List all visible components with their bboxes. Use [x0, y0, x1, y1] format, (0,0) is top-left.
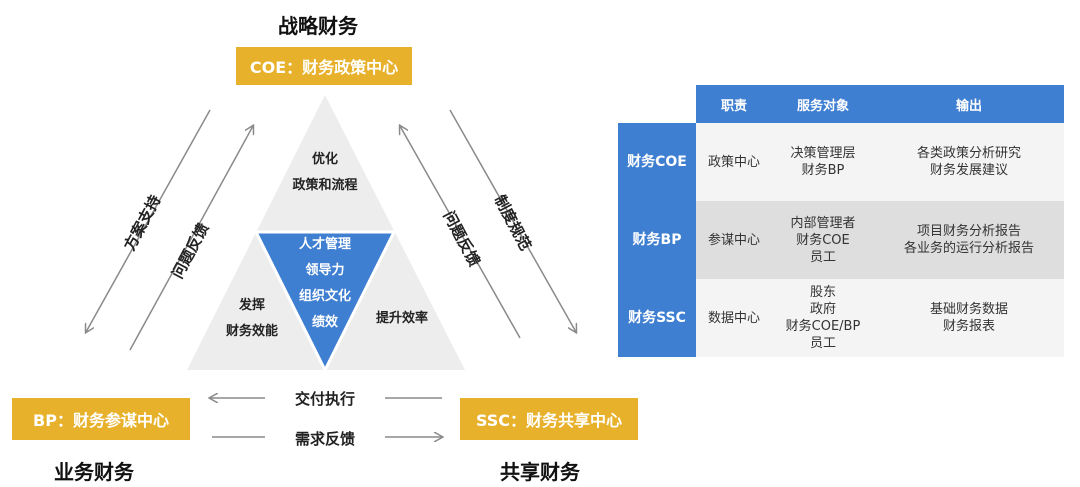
- triangle-left-line2: 财务效能: [225, 324, 278, 339]
- serve-item: 财务BP: [801, 163, 845, 178]
- table-row: 财务BP 参谋中心 内部管理者 财务COE 员工 项目财务分析报告 各业务的运行…: [618, 201, 1064, 279]
- output-item: 基础财务数据: [929, 302, 1008, 317]
- arrow-right-outer: [449, 109, 576, 332]
- output-item: 财务发展建议: [929, 163, 1008, 178]
- serve-item: 员工: [809, 249, 836, 265]
- inner-line-performance: 绩效: [311, 315, 338, 330]
- output-item: 财务报表: [942, 319, 995, 334]
- output-item: 各类政策分析研究: [916, 146, 1021, 161]
- serve-item: 决策管理层: [790, 146, 856, 161]
- title-shared-finance: 共享财务: [500, 460, 580, 484]
- label-delivery-execution: 交付执行: [265, 388, 385, 409]
- triangle-top-label: 优化 政策和流程: [275, 147, 375, 199]
- table-header-empty: [618, 85, 696, 123]
- row-name-ssc: 财务SSC: [618, 279, 696, 357]
- inner-line-culture: 组织文化: [298, 289, 351, 304]
- row-serve: 股东 政府 财务COE/BP 员工: [772, 279, 874, 357]
- row-role: 参谋中心: [696, 201, 772, 279]
- row-output: 基础财务数据 财务报表: [874, 279, 1064, 357]
- serve-item: 员工: [809, 336, 836, 351]
- row-role: 数据中心: [696, 279, 772, 357]
- finance-roles-table: 职责 服务对象 输出 财务COE 政策中心 决策管理层 财务BP 各类政策分析研…: [618, 85, 1064, 357]
- inner-inverted-triangle: [253, 230, 397, 374]
- triangle-right-label: 提升效率: [375, 311, 428, 326]
- output-item: 项目财务分析报告: [916, 224, 1021, 239]
- serve-item: 内部管理者: [790, 215, 856, 231]
- arrow-left-inner: [129, 126, 253, 351]
- row-serve: 内部管理者 财务COE 员工: [772, 201, 874, 279]
- inner-triangle-label: 人才管理 领导力 组织文化 绩效: [280, 232, 370, 336]
- triangle-top-line2: 政策和流程: [292, 178, 358, 193]
- row-output: 项目财务分析报告 各业务的运行分析报告: [874, 201, 1064, 279]
- row-role: 政策中心: [696, 123, 772, 201]
- arrow-right-inner: [400, 126, 521, 339]
- inner-line-talent: 人才管理: [298, 237, 351, 252]
- serve-item: 财务COE/BP: [785, 319, 861, 334]
- bp-box: BP：财务参谋中心: [12, 398, 190, 440]
- serve-item: 财务COE: [796, 232, 850, 248]
- triangle-top-line1: 优化: [311, 152, 338, 167]
- table-row: 财务SSC 数据中心 股东 政府 财务COE/BP 员工 基础财务数据 财务报表: [618, 279, 1064, 357]
- title-strategic-finance: 战略财务: [278, 14, 358, 38]
- inner-line-leadership: 领导力: [305, 263, 345, 278]
- title-business-finance: 业务财务: [54, 460, 134, 484]
- table-header-serve: 服务对象: [772, 85, 874, 123]
- output-item: 各业务的运行分析报告: [903, 241, 1034, 256]
- coe-box: COE：财务政策中心: [236, 47, 412, 85]
- row-output: 各类政策分析研究 财务发展建议: [874, 123, 1064, 201]
- row-name-bp: 财务BP: [618, 201, 696, 279]
- table-row: 财务COE 政策中心 决策管理层 财务BP 各类政策分析研究 财务发展建议: [618, 123, 1064, 201]
- label-demand-feedback: 需求反馈: [265, 428, 385, 449]
- table-header-role: 职责: [696, 85, 772, 123]
- serve-item: 股东: [809, 285, 836, 300]
- arrow-left-outer: [86, 109, 211, 332]
- triangle-left-line1: 发挥: [238, 298, 265, 313]
- row-name-coe: 财务COE: [618, 123, 696, 201]
- triangle-left-label: 发挥 财务效能: [212, 293, 292, 345]
- table-header-output: 输出: [874, 85, 1064, 123]
- row-serve: 决策管理层 财务BP: [772, 123, 874, 201]
- serve-item: 政府: [809, 302, 836, 317]
- ssc-box: SSC：财务共享中心: [460, 398, 638, 440]
